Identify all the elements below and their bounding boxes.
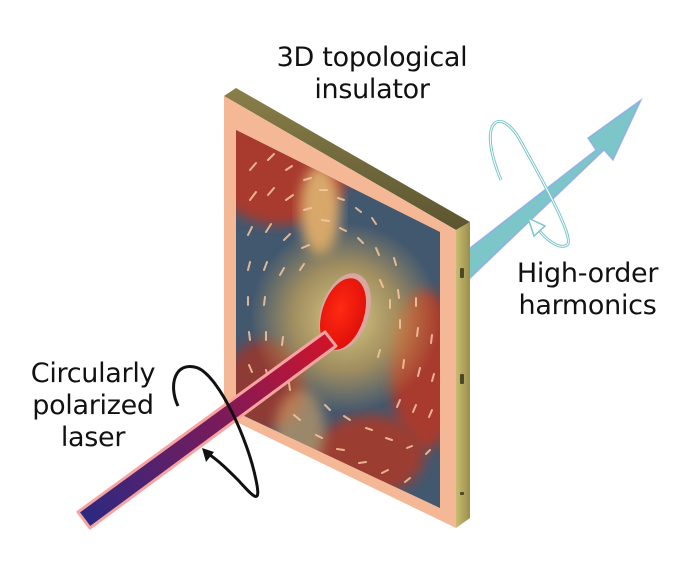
input-polarization-arrow-icon bbox=[172, 365, 260, 498]
label-line: 3D topological bbox=[276, 42, 468, 73]
label-line: polarized bbox=[32, 390, 154, 421]
input-laser-label: Circularly polarized laser bbox=[18, 358, 168, 454]
input-laser-beam bbox=[76, 330, 338, 530]
label-line: laser bbox=[60, 422, 126, 453]
topological-insulator-label: 3D topological insulator bbox=[262, 42, 482, 106]
high-order-harmonics-label: High-order harmonics bbox=[505, 258, 670, 322]
slab-notch bbox=[460, 374, 464, 384]
label-line: Circularly bbox=[30, 358, 156, 389]
output-polarization-arrow-icon bbox=[488, 119, 570, 248]
label-line: High-order bbox=[516, 258, 659, 289]
topological-insulator-slab bbox=[224, 88, 470, 528]
spin-arrows bbox=[247, 153, 435, 497]
laser-spot bbox=[319, 273, 371, 351]
slab-notch bbox=[460, 492, 464, 495]
label-line: harmonics bbox=[518, 290, 657, 321]
label-line: insulator bbox=[314, 74, 430, 105]
slab-notch bbox=[460, 268, 464, 278]
